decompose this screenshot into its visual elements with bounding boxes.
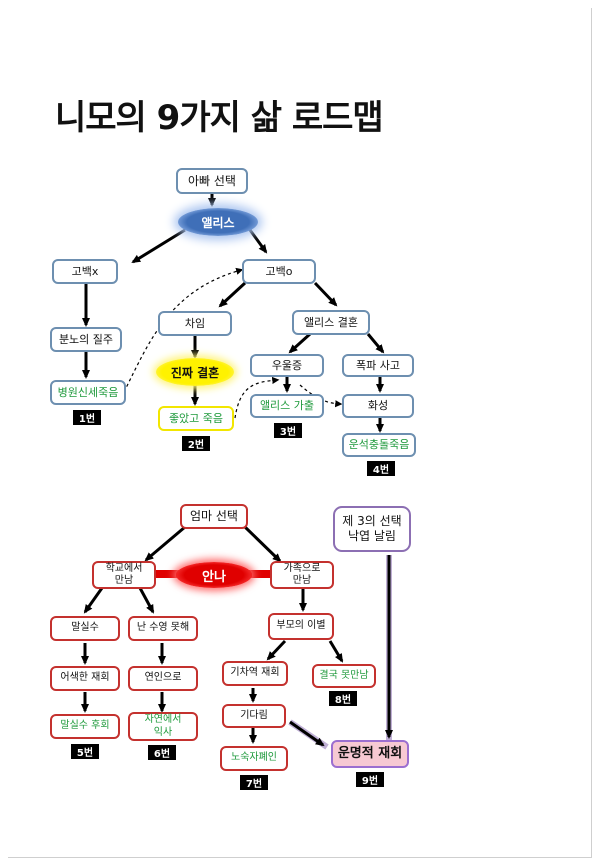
badge-8: 8번 [329,691,357,706]
edge-school-swim [138,587,155,614]
edge-dashed-good-depression [234,376,280,419]
badge-7: 7번 [240,775,268,790]
edge-confesso-dumped [218,281,247,308]
node-dad-choice: 아빠 선택 [176,168,248,194]
node-dumped: 차임 [158,311,232,336]
badge-5: 5번 [71,744,99,759]
node-anna: 안나 [176,562,252,588]
node-never-meet: 결국 못만남 [312,664,376,688]
node-lovers: 연인으로 [128,666,198,691]
badge-4: 4번 [367,461,395,476]
node-cant-swim: 난 수영 못해 [128,616,198,641]
edge-marriage-bomb [366,333,385,354]
node-hospital-suicide: 병원신세죽음 [50,380,126,405]
edge-mom-family [243,525,282,563]
node-stutter: 말실수 [50,616,120,641]
node-waiting: 기다림 [222,704,286,728]
node-alice-marriage: 앨리스 결혼 [292,310,370,335]
node-homeless-death: 노숙자폐인 [220,746,288,771]
node-awkward-reunion: 어색한 재회 [50,666,120,691]
edge-marriage-depression [288,332,312,354]
edge-waiting-fated [289,720,325,747]
node-stutter-regret: 말실수 후회 [50,714,120,739]
badge-9: 9번 [356,772,384,787]
node-good-death: 좋았고 죽음 [158,406,234,431]
node-alice-family: 앨리스 가출 [250,394,324,418]
node-fated-reunion: 운명적 재회 [331,740,409,768]
node-train-reunion: 기차역 재회 [222,661,288,686]
node-rage-sprint: 분노의 질주 [50,327,122,352]
edge-alice-confessx [131,228,186,264]
badge-2: 2번 [182,436,210,451]
node-bad-ending: 운석충돌죽음 [342,433,416,457]
edge-mom-school [144,525,186,562]
node-depression: 우울증 [250,354,324,377]
page-title: 니모의 9가지 삶 로드맵 [55,98,384,138]
badge-1: 1번 [73,410,101,425]
badge-3: 3번 [274,423,302,438]
node-bomb-accident: 폭파 사고 [342,354,414,377]
node-natural-death: 자연에서 익사 [128,712,198,741]
node-alice: 앨리스 [178,208,258,236]
edge-school-stutter [83,587,104,614]
node-parents-split: 부모의 이별 [268,613,334,640]
edge-confesso-marriage [313,281,338,307]
node-true-love-marriage: 진짜 결혼 [156,358,234,386]
node-confess-x: 고백x [52,259,118,284]
node-mars: 화성 [342,394,414,418]
edge-alice-confesso [248,229,268,254]
node-third-choice: 제 3의 선택 낙엽 날림 [333,506,411,552]
node-school-meet: 학교에서 만남 [92,561,156,589]
edge-parents-never [328,640,344,663]
badge-6: 6번 [148,745,176,760]
node-mom-choice: 엄마 선택 [180,504,248,529]
node-confess-o: 고백o [242,259,316,284]
page-frame [8,8,592,858]
node-family-meet: 가족으로 만남 [270,561,334,589]
edge-parents-train [266,639,287,661]
